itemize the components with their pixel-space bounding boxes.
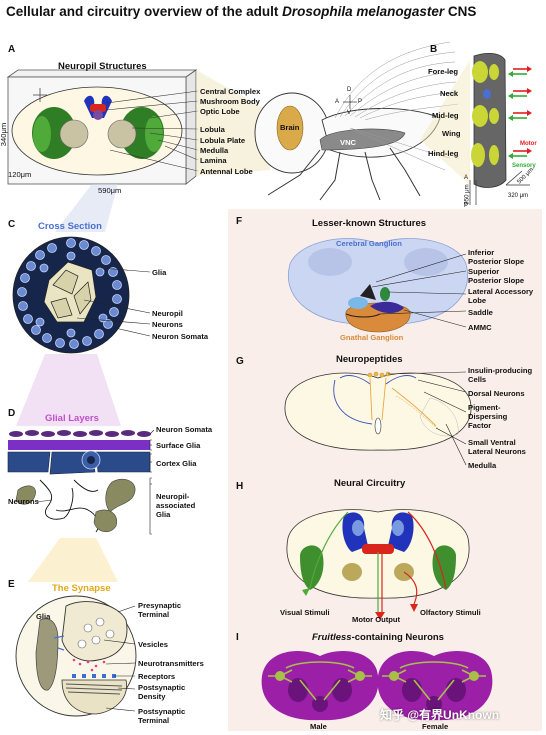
legend-motor: Motor: [520, 141, 537, 147]
panel-f-graphic: [288, 238, 468, 333]
panel-g-letter: G: [236, 356, 244, 367]
label-dorsal-neurons: Dorsal Neurons: [468, 389, 525, 398]
label-lobula: Lobula: [200, 125, 225, 134]
panel-h-graphic: [286, 509, 470, 620]
axis-p: P: [358, 99, 363, 105]
label-small-ventral-lateral-neurons: Small Ventral Lateral Neurons: [468, 438, 526, 456]
fly-body-graphic: [254, 41, 459, 201]
figure-title: Cellular and circuitry overview of the a…: [6, 4, 477, 19]
panel-d-graphic: [7, 354, 155, 535]
panel-c-letter: C: [8, 219, 16, 230]
label-central-complex: Central Complex: [200, 87, 261, 96]
label-motor-output: Motor Output: [352, 615, 401, 624]
panel-d-heading: Glial Layers: [45, 413, 99, 424]
label-vnc: VNC: [340, 138, 357, 147]
label-inferior-posterior-slope: Inferior Posterior Slope: [468, 248, 525, 266]
panel-b-letter: B: [430, 44, 438, 55]
label-pigment-dispersing-factor: Pigment-Dispersing Factor: [468, 403, 508, 430]
label-neck: Neck: [440, 89, 459, 98]
label-female: Female: [422, 722, 449, 731]
panel-c-heading: Cross Section: [38, 221, 102, 232]
panel-i-heading: Fruitless-containing Neurons: [312, 632, 444, 643]
label-insulin-producing-cells: Insulin-producing Cells: [468, 366, 533, 384]
label-glia-c: Glia: [152, 268, 167, 277]
label-neuropil-glia: Neuropil-associated Glia: [156, 492, 196, 519]
panel-e-letter: E: [8, 579, 15, 590]
label-lateral-accessory-lobe: Lateral Accessory Lobe: [468, 287, 534, 305]
label-optic-lobe: Optic Lobe: [200, 107, 240, 116]
label-fore-leg: Fore-leg: [428, 67, 458, 76]
label-mushroom-body: Mushroom Body: [200, 97, 260, 106]
label-ammc: AMMC: [468, 323, 492, 332]
label-superior-posterior-slope: Superior Posterior Slope: [468, 267, 525, 285]
label-postsynaptic-terminal: Postsynaptic Terminal: [138, 707, 186, 725]
label-gnathal-ganglion: Gnathal Ganglion: [340, 333, 404, 342]
axis-v: V: [347, 110, 352, 116]
panel-b-graphic: [420, 52, 532, 205]
label-medulla: Medulla: [200, 146, 229, 155]
dim-b-width: 320 μm: [508, 193, 529, 199]
b-axis-p: P: [464, 203, 469, 209]
panel-f-letter: F: [236, 216, 243, 227]
panel-h-heading: Neural Circuitry: [334, 478, 406, 489]
label-postsynaptic-density: Postsynaptic Density: [138, 683, 186, 701]
label-hind-leg: Hind-leg: [428, 149, 459, 158]
label-neurotransmitters: Neurotransmitters: [138, 659, 204, 668]
label-surface-glia: Surface Glia: [156, 441, 201, 450]
panel-e-graphic: [15, 538, 137, 717]
label-medulla-g: Medulla: [468, 461, 497, 470]
dim-height: 340μm: [0, 122, 9, 147]
watermark: 知乎 @有界UnKnown: [380, 708, 500, 722]
label-antennal-lobe: Antennal Lobe: [200, 167, 253, 176]
panel-d-letter: D: [8, 408, 16, 419]
label-vesicles: Vesicles: [138, 640, 168, 649]
axis-d: D: [347, 87, 352, 93]
panel-g-graphic: [284, 371, 472, 466]
label-receptors: Receptors: [138, 672, 176, 681]
panel-a-graphic: [6, 69, 270, 185]
label-neurons-c: Neurons: [152, 320, 183, 329]
label-male: Male: [310, 722, 327, 731]
label-mid-leg: Mid-leg: [432, 111, 459, 120]
dim-width: 590μm: [98, 186, 122, 195]
label-cerebral-ganglion: Cerebral Ganglion: [336, 239, 402, 248]
panel-f-heading: Lesser-known Structures: [312, 218, 427, 229]
b-axis-a: A: [464, 175, 469, 181]
label-neuron-somata-d: Neuron Somata: [156, 425, 213, 434]
label-neuropil: Neuropil: [152, 309, 183, 318]
label-glia-e: Glia: [36, 612, 51, 621]
label-lamina: Lamina: [200, 156, 227, 165]
label-cortex-glia: Cortex Glia: [156, 459, 197, 468]
panel-c-graphic: [12, 184, 151, 354]
label-lobula-plate: Lobula Plate: [200, 136, 246, 145]
label-wing: Wing: [442, 129, 461, 138]
dim-depth: 120μm: [8, 170, 32, 179]
panel-a-letter: A: [8, 44, 16, 55]
label-visual-stimuli: Visual Stimuli: [280, 608, 330, 617]
panel-h-letter: H: [236, 481, 244, 492]
panel-i-graphic: [261, 650, 493, 721]
label-neuron-somata-c: Neuron Somata: [152, 332, 209, 341]
label-neurons-d: Neurons: [8, 497, 39, 506]
label-olfactory-stimuli: Olfactory Stimuli: [420, 608, 481, 617]
panel-a-heading: Neuropil Structures: [58, 61, 147, 72]
legend-sensory: Sensory: [512, 163, 536, 169]
label-saddle: Saddle: [468, 308, 493, 317]
label-presynaptic-terminal: Presynaptic Terminal: [138, 601, 182, 619]
label-brain: Brain: [280, 123, 300, 132]
panel-e-heading: The Synapse: [52, 583, 111, 594]
axis-a: A: [335, 99, 340, 105]
panel-i-letter: I: [236, 632, 239, 643]
panel-g-heading: Neuropeptides: [336, 354, 403, 365]
